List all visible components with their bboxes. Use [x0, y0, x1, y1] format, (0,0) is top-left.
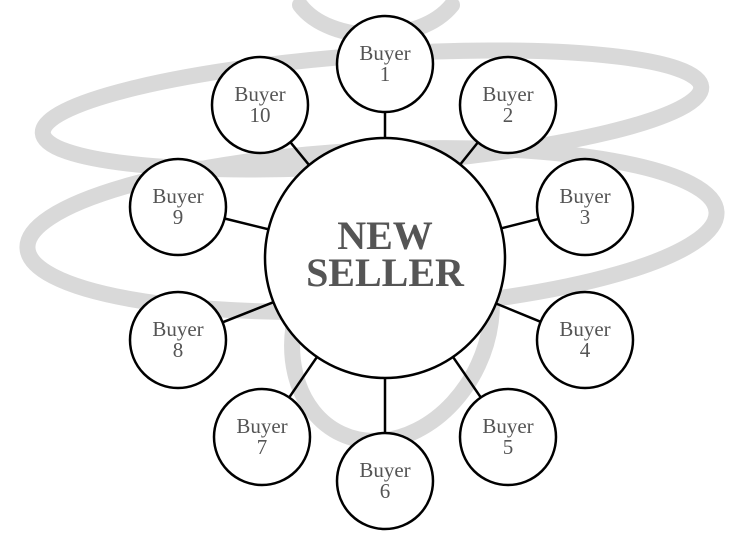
buyer-number: 5 — [503, 435, 514, 459]
buyer-number: 2 — [503, 103, 514, 127]
buyer-number: 10 — [250, 103, 271, 127]
buyer-number: 6 — [380, 479, 391, 503]
buyer-label: Buyer — [152, 184, 203, 208]
buyer-circle — [335, 14, 435, 114]
buyer-label: Buyer — [559, 317, 610, 341]
connector-5 — [451, 356, 482, 399]
buyer-label: Buyer — [359, 41, 410, 65]
center-label-line2: SELLER — [306, 250, 465, 295]
buyer-number: 1 — [380, 62, 391, 86]
buyer-number: 4 — [580, 338, 591, 362]
buyer-label: Buyer — [482, 414, 533, 438]
buyer-number: 8 — [173, 338, 184, 362]
buyer-label: Buyer — [482, 82, 533, 106]
connector-3 — [500, 217, 539, 230]
connectors — [222, 112, 542, 433]
buyer-label: Buyer — [559, 184, 610, 208]
buyer-label: Buyer — [236, 414, 287, 438]
buyer-number: 9 — [173, 205, 184, 229]
buyer-circle — [212, 387, 312, 487]
connector-8 — [222, 301, 274, 324]
center-label-line1: NEW — [337, 213, 433, 258]
buyer-circle — [335, 431, 435, 531]
buyer-circle — [128, 290, 228, 390]
buyer-label: Buyer — [152, 317, 203, 341]
buyer-circle — [210, 55, 310, 155]
connector-7 — [288, 356, 319, 399]
center-circle — [263, 136, 507, 380]
buyer-circle — [128, 157, 228, 257]
buyer-circle — [458, 55, 558, 155]
buyer-label: Buyer — [234, 82, 285, 106]
center-node: NEW SELLER — [263, 136, 507, 380]
buyer-circle — [458, 387, 558, 487]
connector-4 — [495, 302, 542, 323]
buyer-number: 3 — [580, 205, 591, 229]
buyer-circle — [535, 157, 635, 257]
connector-9 — [224, 217, 269, 231]
connector-10 — [289, 141, 311, 166]
buyer-label: Buyer — [359, 458, 410, 482]
connector-2 — [459, 141, 479, 166]
buyer-number: 7 — [257, 435, 268, 459]
buyer-nodes: Buyer1Buyer2Buyer3Buyer4Buyer5Buyer6Buye… — [128, 14, 635, 531]
buyer-circle — [535, 290, 635, 390]
